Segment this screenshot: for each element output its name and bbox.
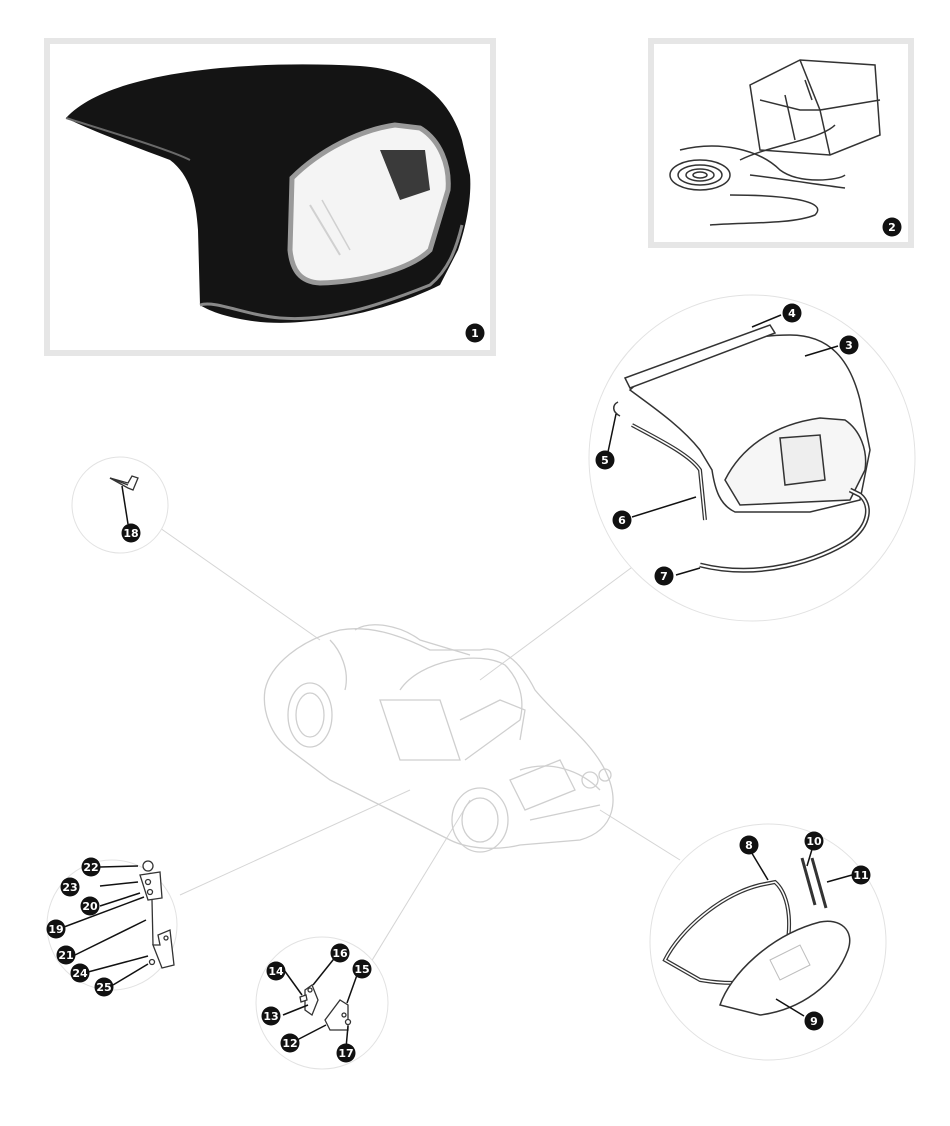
callout-label: 4 — [788, 307, 796, 320]
hardtop-line-drawing — [613, 324, 871, 573]
callout-16: 16 — [330, 943, 350, 963]
callout-14: 14 — [266, 961, 286, 981]
callout-label: 7 — [660, 570, 668, 583]
callout-marker — [330, 943, 350, 963]
callout-marker — [81, 857, 101, 877]
callout-label: 11 — [853, 869, 868, 882]
callout-marker — [70, 963, 90, 983]
callout-label: 19 — [48, 923, 63, 936]
callout-10: 10 — [804, 831, 824, 851]
callout-marker — [782, 303, 802, 323]
callout-4: 4 — [782, 303, 802, 323]
callout-8: 8 — [739, 835, 759, 855]
callout-label: 9 — [810, 1015, 818, 1028]
hardtop-image — [65, 64, 471, 323]
callout-marker — [121, 523, 141, 543]
rear-window-parts — [662, 857, 851, 1016]
callout-5: 5 — [595, 450, 615, 470]
callout-15: 15 — [352, 959, 372, 979]
callout-label: 18 — [123, 527, 138, 540]
callout-label: 16 — [332, 947, 348, 960]
callout-marker — [94, 977, 114, 997]
callout-marker — [804, 831, 824, 851]
callout-6: 6 — [612, 510, 632, 530]
callout-label: 15 — [354, 963, 369, 976]
callout-arrows — [63, 314, 853, 1049]
callout-label: 21 — [58, 949, 73, 962]
detail-circle-window — [649, 823, 887, 1061]
callout-label: 5 — [601, 454, 609, 467]
callout-1: 1 — [465, 323, 485, 343]
callout-marker — [465, 323, 485, 343]
callout-17: 17 — [336, 1043, 356, 1063]
leader-lines — [159, 527, 681, 981]
callout-2: 2 — [882, 217, 902, 237]
callout-marker — [612, 510, 632, 530]
callout-label: 2 — [888, 221, 896, 234]
callout-12: 12 — [280, 1033, 300, 1053]
callout-11: 11 — [851, 865, 871, 885]
car-outline — [263, 624, 614, 853]
callout-label: 17 — [338, 1047, 353, 1060]
callout-marker — [739, 835, 759, 855]
callout-label: 14 — [268, 965, 284, 978]
callout-label: 10 — [806, 835, 822, 848]
callout-20: 20 — [80, 896, 100, 916]
callout-9: 9 — [804, 1011, 824, 1031]
detail-circle-18 — [71, 456, 169, 554]
seal-kit-image — [669, 59, 881, 226]
hinge-assembly — [139, 860, 175, 969]
callout-22: 22 — [81, 857, 101, 877]
callout-18: 18 — [121, 523, 141, 543]
callout-marker — [851, 865, 871, 885]
callout-19: 19 — [46, 919, 66, 939]
callout-label: 20 — [82, 900, 98, 913]
callout-marker — [336, 1043, 356, 1063]
callout-13: 13 — [261, 1006, 281, 1026]
callout-marker — [261, 1006, 281, 1026]
callout-label: 25 — [96, 981, 111, 994]
callout-23: 23 — [60, 877, 80, 897]
callout-label: 22 — [83, 861, 98, 874]
callout-marker — [280, 1033, 300, 1053]
callout-3: 3 — [839, 335, 859, 355]
callout-marker — [46, 919, 66, 939]
callout-marker — [595, 450, 615, 470]
callout-25: 25 — [94, 977, 114, 997]
callout-marker — [654, 566, 674, 586]
callout-marker — [60, 877, 80, 897]
callout-label: 12 — [282, 1037, 297, 1050]
callout-label: 23 — [62, 881, 77, 894]
callout-label: 6 — [618, 514, 626, 527]
callout-7: 7 — [654, 566, 674, 586]
callout-label: 1 — [471, 327, 479, 340]
thumb-screw-part — [109, 475, 139, 491]
detail-circle-bracket — [255, 936, 389, 1070]
callout-marker — [882, 217, 902, 237]
callout-marker — [266, 961, 286, 981]
callout-label: 24 — [72, 967, 88, 980]
callout-marker — [839, 335, 859, 355]
callout-marker — [56, 945, 76, 965]
callout-label: 8 — [745, 839, 753, 852]
callout-label: 13 — [263, 1010, 278, 1023]
callout-marker — [352, 959, 372, 979]
bracket-assembly — [299, 983, 352, 1031]
callout-marker — [80, 896, 100, 916]
callout-label: 3 — [845, 339, 853, 352]
callout-24: 24 — [70, 963, 90, 983]
callout-marker — [804, 1011, 824, 1031]
callout-21: 21 — [56, 945, 76, 965]
